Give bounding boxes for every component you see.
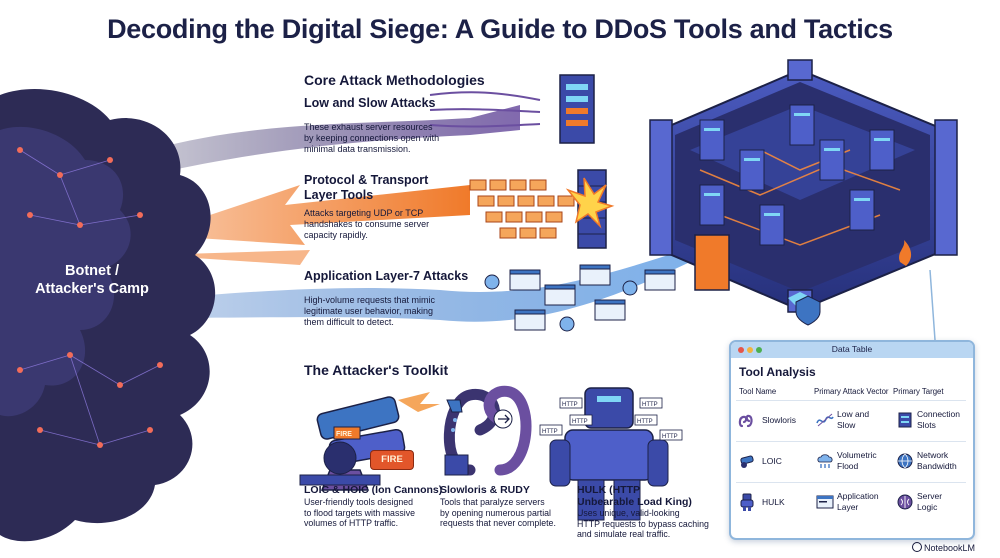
- botnet-cloud: [0, 89, 216, 542]
- tool-desc-slowloris: Tools that paralyze servers by opening n…: [440, 497, 556, 528]
- packet-blocks: [469, 179, 575, 239]
- page-title: Decoding the Digital Siege: A Guide to D…: [107, 14, 893, 44]
- brain-icon: [897, 494, 913, 510]
- method-desc-protocol: Attacks targeting UDP or TCP handshakes …: [304, 208, 430, 240]
- column-header-target: Primary Target: [893, 387, 944, 396]
- method-desc-low-slow: These exhaust server resources by keepin…: [304, 122, 440, 154]
- http-tag: HTTP: [542, 429, 558, 435]
- connection-icon: [898, 412, 912, 428]
- tool-cell: LOIC: [762, 456, 782, 466]
- network-icon: [897, 453, 913, 469]
- http-tag: HTTP: [642, 402, 658, 408]
- toolkit-heading: The Attacker's Toolkit: [304, 362, 449, 378]
- brand-watermark: NotebookLM: [912, 542, 975, 553]
- column-header-vector: Primary Attack Vector: [814, 387, 889, 396]
- table-row: HULK Application Layer Server Logic: [736, 482, 966, 523]
- methodologies-heading: Core Attack Methodologies: [304, 72, 485, 88]
- slowloris-snakes: [443, 385, 532, 476]
- server-fortress: [649, 59, 958, 326]
- robot-icon: [740, 493, 754, 511]
- data-table-panel: Data Table Tool Analysis Tool Name Prima…: [729, 340, 975, 540]
- panel-connector: [929, 269, 936, 341]
- tool-title-slowloris: Slowloris & RUDY: [440, 484, 530, 496]
- brand-logo-icon: [912, 542, 922, 552]
- target-cell: Server Logic: [917, 491, 943, 512]
- http-tag: HTTP: [637, 419, 653, 425]
- vector-cell: Application Layer: [837, 491, 879, 512]
- camp-label: Botnet / Attacker's Camp: [35, 263, 149, 297]
- brand-label: NotebookLM: [924, 543, 976, 553]
- browser-icon: [816, 495, 834, 509]
- slow-server-icon: [559, 74, 595, 144]
- brick-wall: [565, 169, 615, 249]
- target-cell: Network Bandwidth: [917, 450, 957, 471]
- cloud-flood-icon: [817, 454, 833, 468]
- panel-title-bar: Data Table: [731, 342, 973, 358]
- column-header-tool: Tool Name: [739, 387, 777, 396]
- http-tag: HTTP: [662, 434, 678, 440]
- tool-cell: HULK: [762, 497, 785, 507]
- tool-desc-hulk: Uses unique, valid-looking HTTP requests…: [577, 508, 709, 539]
- tool-title-hulk: HULK (HTTP Unbearable Load King): [577, 484, 692, 508]
- vector-cell: Volumetric Flood: [837, 450, 877, 471]
- tool-title-loic: LOIC & HOIC (Ion Cannons): [304, 484, 443, 496]
- cannon-fire-label: FIRE: [336, 431, 352, 438]
- table-row: LOIC Volumetric Flood Network Bandwidth: [736, 441, 966, 482]
- hulk-robot: HTTP HTTP HTTP HTTP HTTP HTTP: [539, 387, 683, 521]
- method-desc-app-layer: High-volume requests that mimic legitima…: [304, 295, 436, 327]
- maximize-dot-icon[interactable]: [756, 347, 762, 353]
- method-title-protocol: Protocol & Transport Layer Tools: [304, 173, 429, 202]
- http-tag: HTTP: [572, 419, 588, 425]
- method-title-app-layer: Application Layer-7 Attacks: [304, 269, 469, 283]
- fire-button: FIRE: [370, 450, 414, 470]
- table-row: Slowloris Low and Slow Connection Slots: [736, 400, 966, 441]
- target-cell: Connection Slots: [917, 409, 961, 430]
- wave-icon: [816, 413, 834, 427]
- cannon-icon: [740, 455, 754, 468]
- snake-icon: [738, 414, 753, 428]
- tool-desc-loic: User-friendly tools designed to flood ta…: [304, 497, 415, 528]
- vector-cell: Low and Slow: [837, 409, 870, 430]
- method-title-low-slow: Low and Slow Attacks: [304, 96, 436, 110]
- close-dot-icon[interactable]: [738, 347, 744, 353]
- tool-cell: Slowloris: [762, 415, 797, 425]
- http-tag: HTTP: [562, 402, 578, 408]
- ion-cannons: FIRE: [299, 392, 440, 491]
- request-windows: [484, 264, 676, 332]
- minimize-dot-icon[interactable]: [747, 347, 753, 353]
- purple-stream: [150, 91, 541, 175]
- panel-window-title: Data Table: [831, 344, 873, 354]
- table-heading: Tool Analysis: [739, 365, 816, 379]
